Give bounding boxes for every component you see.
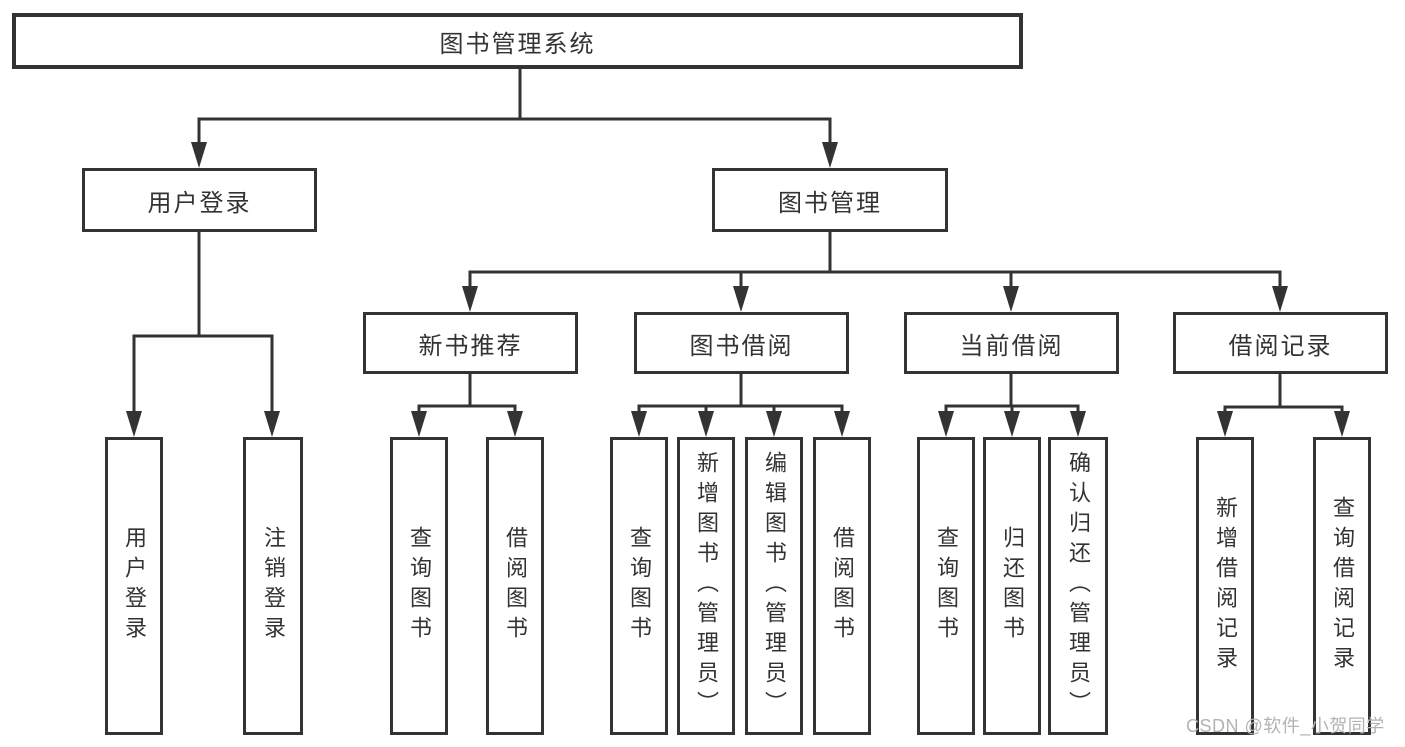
node-book-management: 图书管理 bbox=[712, 168, 948, 232]
leaf-label: 注销登录 bbox=[261, 526, 286, 646]
leaf-borrow-books-recommend: 借阅图书 bbox=[486, 437, 544, 735]
connector-user-login-split bbox=[126, 230, 280, 437]
leaf-label: 新增图书（管理员） bbox=[694, 451, 719, 721]
connector-book-management-split bbox=[462, 230, 1288, 312]
node-label: 新书推荐 bbox=[418, 332, 523, 360]
leaf-edit-book-admin: 编辑图书（管理员） bbox=[745, 437, 803, 735]
leaf-add-book-admin: 新增图书（管理员） bbox=[677, 437, 735, 735]
node-library-management-system: 图书管理系统 bbox=[12, 13, 1023, 69]
leaf-user-login: 用户登录 bbox=[105, 437, 163, 735]
node-label: 图书管理 bbox=[778, 189, 882, 217]
connector-new-book-split bbox=[411, 372, 523, 437]
leaf-borrow-books: 借阅图书 bbox=[813, 437, 871, 735]
leaf-label: 查询图书 bbox=[934, 526, 959, 646]
leaf-label: 借阅图书 bbox=[503, 526, 528, 646]
csdn-watermark: CSDN @软件_小贺同学 bbox=[1186, 716, 1385, 736]
leaf-label: 查询借阅记录 bbox=[1330, 496, 1355, 676]
leaf-logout: 注销登录 bbox=[243, 437, 303, 735]
connector-borrow-record-split bbox=[1217, 372, 1350, 437]
leaf-label: 编辑图书（管理员） bbox=[762, 451, 787, 721]
node-label: 用户登录 bbox=[147, 189, 252, 217]
connector-root-split bbox=[191, 67, 838, 168]
leaf-label: 归还图书 bbox=[1000, 526, 1025, 646]
leaf-label: 查询图书 bbox=[627, 526, 652, 646]
node-label: 图书借阅 bbox=[689, 332, 794, 360]
node-book-borrow: 图书借阅 bbox=[634, 312, 849, 374]
leaf-query-books-current: 查询图书 bbox=[917, 437, 975, 735]
node-user-login: 用户登录 bbox=[82, 168, 317, 232]
leaf-label: 查询图书 bbox=[407, 526, 432, 646]
leaf-query-borrow-record: 查询借阅记录 bbox=[1313, 437, 1371, 735]
node-label: 借阅记录 bbox=[1228, 332, 1333, 360]
node-new-book-recommend: 新书推荐 bbox=[363, 312, 578, 374]
node-current-borrow: 当前借阅 bbox=[904, 312, 1119, 374]
leaf-confirm-return-admin: 确认归还（管理员） bbox=[1048, 437, 1108, 735]
leaf-label: 借阅图书 bbox=[830, 526, 855, 646]
leaf-add-borrow-record: 新增借阅记录 bbox=[1196, 437, 1254, 735]
leaf-label: 用户登录 bbox=[122, 526, 147, 646]
leaf-return-book: 归还图书 bbox=[983, 437, 1041, 735]
leaf-label: 新增借阅记录 bbox=[1213, 496, 1238, 676]
node-label: 当前借阅 bbox=[959, 332, 1064, 360]
connector-book-borrow-split bbox=[631, 372, 850, 437]
node-borrow-records: 借阅记录 bbox=[1173, 312, 1388, 374]
leaf-query-books-borrow: 查询图书 bbox=[610, 437, 668, 735]
connector-current-borrow-split bbox=[938, 372, 1086, 437]
node-label: 图书管理系统 bbox=[439, 30, 596, 58]
leaf-query-books-recommend: 查询图书 bbox=[390, 437, 448, 735]
leaf-label: 确认归还（管理员） bbox=[1066, 451, 1091, 721]
